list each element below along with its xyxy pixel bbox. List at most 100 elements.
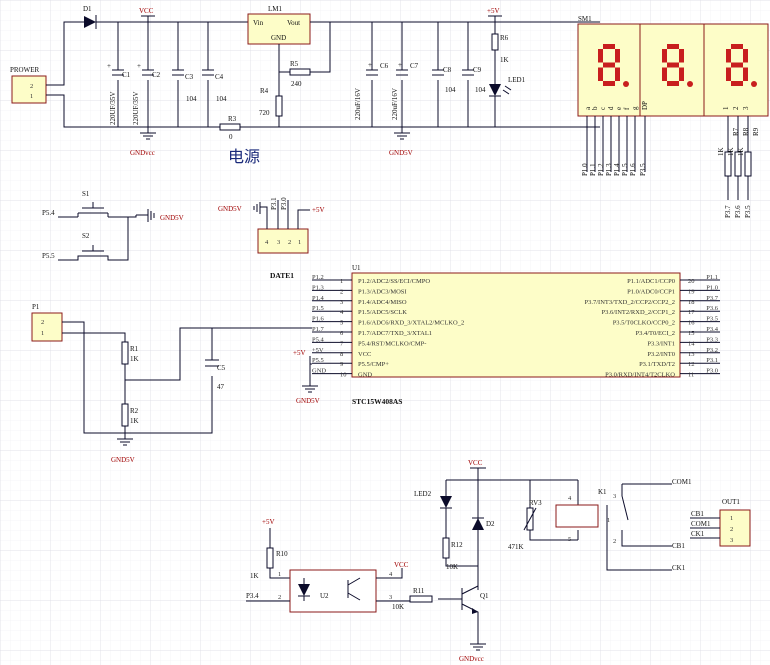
seg-port-5: P1.5 [621, 163, 629, 176]
r11-ref: R11 [413, 587, 425, 595]
u2-ref: U2 [320, 592, 329, 600]
mcu-right-pin-name: P3.0/RXD/INT4/T2CLKO [605, 372, 675, 379]
mcu-left-pin-name: P1.4/ADC4/MISO [358, 299, 407, 306]
mcu-right-pin-num: 13 [688, 351, 695, 358]
u2-pin-3: 3 [389, 594, 392, 601]
seg-pin-a: a [584, 106, 592, 110]
mcu-left-pin-name: P5.5/CMP+ [358, 361, 389, 368]
power-section-title: 电源 [228, 147, 260, 166]
com-port-1: P3.6 [734, 205, 742, 218]
r6-body [491, 33, 499, 51]
gnd5v-divider-label: GND5V [111, 456, 135, 464]
mcu-right-net: P3.3 [706, 336, 718, 343]
mcu-right-pin-num: 17 [688, 309, 695, 316]
out1-pin-1: 1 [730, 515, 733, 522]
mcu-left-net: P1.7 [312, 326, 324, 333]
gndvcc-label: GNDvcc [130, 149, 155, 157]
p5v-net-label: +5V [487, 7, 500, 15]
analog-input-section: P1 2 1 R1 1K R2 1K C5 47 GND5V [31, 303, 312, 464]
regulator-vout: Vout [287, 19, 300, 27]
mcu-right-pin-name: P3.2/INT0 [647, 351, 675, 358]
gnd5v-switch-label: GND5V [160, 214, 184, 222]
out1-pin-2: 2 [730, 526, 733, 533]
mcu-right-pin-name: P1.1/ADC1/CCP0 [627, 278, 675, 285]
d2-symbol [472, 518, 484, 530]
mcu-left-pin-name: P1.5/ADC5/SCLK [358, 309, 407, 316]
c5-ref: C5 [217, 364, 226, 372]
mcu-ref: U1 [352, 264, 361, 272]
com-port-2: P3.5 [744, 205, 752, 218]
r6-ref: R6 [500, 34, 509, 42]
p34-net: P3.4 [246, 592, 259, 600]
regulator-gnd: GND [271, 34, 286, 42]
date1-pin-4: 4 [265, 239, 269, 246]
d2-ref: D2 [486, 520, 495, 528]
mcu-right-pin-num: 14 [688, 340, 695, 347]
r1-body [121, 341, 129, 365]
mcu-right-net: P3.2 [706, 347, 718, 354]
s1-ref: S1 [82, 190, 90, 198]
r10-value: 1K [250, 572, 259, 580]
relay-section: VCC LED2 D2 R12 10K RV3 471K 4 5 K1 3 2 … [246, 459, 751, 663]
s2-net: P5.5 [42, 252, 55, 260]
out1-label-ck1: CK1 [691, 530, 705, 538]
r3-ref: R3 [228, 115, 237, 123]
date1-pin-3: 3 [277, 239, 280, 246]
mcu-right-pin-num: 16 [688, 320, 695, 327]
mcu-right-pin-num: 20 [688, 278, 695, 285]
mcu-right-net: P3.5 [706, 316, 718, 323]
mcu-right-net: P1.1 [706, 274, 718, 281]
c8-ref: C8 [443, 66, 452, 74]
r5-body [289, 68, 311, 76]
r5-ref: R5 [290, 60, 299, 68]
out1-label-cb1: CB1 [691, 510, 704, 518]
q1-ref: Q1 [480, 592, 489, 600]
mcu-left-net: P5.5 [312, 357, 324, 364]
mcu-part: STC15W408AS [352, 397, 402, 406]
p1-ref: P1 [32, 303, 40, 311]
mcu-left-pin-name: P1.2/ADC2/SS/ECI/CMPO [358, 278, 430, 285]
r11-value: 10K [392, 603, 404, 611]
mcu-right-pin-name: P3.7/INT3/TXD_2/CCP2/CCP2_2 [585, 299, 675, 306]
date1-net-p31: P3.1 [270, 197, 278, 210]
mcu-right-net: P3.6 [706, 305, 718, 312]
com-pin-3: 3 [742, 106, 750, 110]
mcu-left-net: P1.4 [312, 295, 324, 302]
r12-ref: R12 [451, 541, 463, 549]
seg-pin-g: g [631, 106, 639, 110]
p1-connector [31, 312, 63, 342]
mcu-right-pin-num: 11 [688, 372, 694, 379]
seg-port-4: P1.4 [613, 163, 621, 176]
gnd5v-date-label: GND5V [218, 205, 242, 213]
seg-port-3: P1.3 [605, 163, 613, 176]
display-sm1: SM1 a b c d e f g DP 1 2 3 P1.0 P1.1 P1.… [577, 15, 769, 218]
mcu-left-net: P1.2 [312, 274, 324, 281]
date1-body [257, 228, 309, 254]
seg-pin-b: b [591, 106, 599, 110]
gnd5v-label: GND5V [389, 149, 413, 157]
r3-body [219, 123, 241, 131]
c4-value: 104 [216, 95, 227, 103]
com1-net: COM1 [672, 478, 692, 486]
u2-pin-2: 2 [278, 594, 281, 601]
mcu-right-pin-num: 18 [688, 299, 695, 306]
relay-coil [555, 504, 599, 528]
diode-d1-ref: D1 [83, 5, 92, 13]
r9-ref: R9 [752, 127, 760, 136]
led2-symbol [440, 496, 452, 508]
r1-value: 1K [130, 355, 139, 363]
r8-ref: R8 [742, 127, 750, 136]
mcu-left-pin-num: 4 [340, 309, 344, 316]
p1-pin-1: 1 [41, 330, 44, 337]
seg-pin-c: c [599, 107, 607, 110]
r3-value: 0 [229, 133, 233, 141]
c2-plus: + [137, 62, 141, 70]
power-section: PROWER 2 1 D1 VCC + C1 220UF/35V + C2 22… [10, 5, 600, 166]
mcu-left-pin-num: 1 [340, 278, 343, 285]
u2-pin-1: 1 [278, 571, 281, 578]
r6-value: 1K [500, 56, 509, 64]
seven-seg-digit [662, 44, 693, 87]
seg-port-2: P1.2 [597, 163, 605, 176]
k1-pin-4: 4 [568, 495, 572, 502]
c2-value: 220UF/35V [132, 92, 140, 125]
